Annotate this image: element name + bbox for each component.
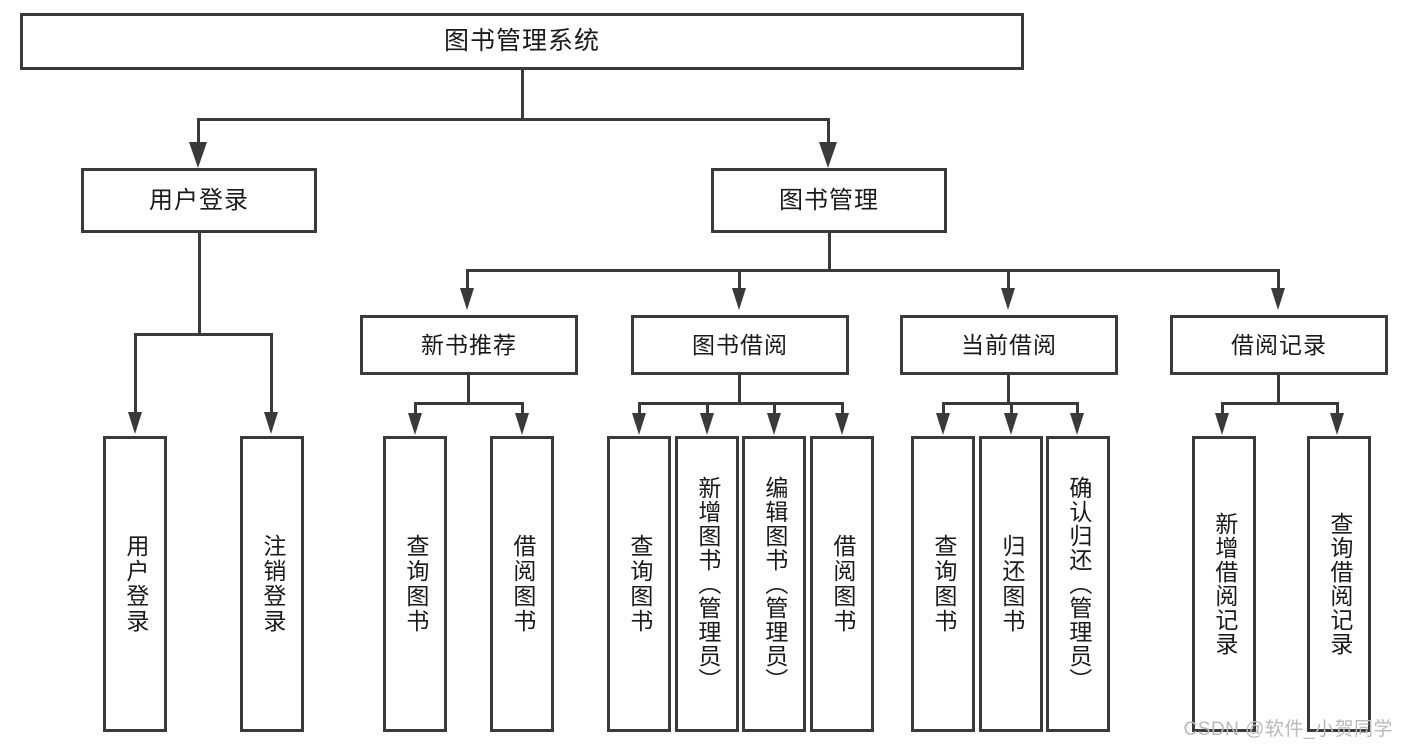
- connector-root-bus: [197, 118, 827, 121]
- node-book-borrow[interactable]: 图书借阅: [631, 315, 849, 375]
- leaf-label: 借阅图书: [509, 534, 536, 634]
- connector-record-bus: [1221, 402, 1339, 405]
- leaf-borrow-borrow-book[interactable]: 借阅图书: [810, 436, 874, 732]
- node-current-borrow[interactable]: 当前借阅: [900, 315, 1118, 375]
- arrowhead-new-leaf2: [515, 413, 529, 435]
- connector-current-leaf1: [942, 402, 945, 416]
- leaf-label: 确认归还（管理员）: [1065, 476, 1092, 692]
- csdn-watermark: CSDN @软件_小贺同学: [1183, 719, 1393, 740]
- connector-new-stem: [467, 375, 470, 404]
- leaf-label: 归还图书: [998, 534, 1025, 634]
- connector-borrow-stem: [738, 375, 741, 404]
- arrowhead-books-current: [1001, 288, 1015, 310]
- arrowhead-borrow-leaf4: [835, 413, 849, 435]
- connector-borrow-leaf1: [638, 402, 641, 416]
- arrowhead-root-to-books: [819, 142, 837, 168]
- arrowhead-current-leaf1: [936, 413, 950, 435]
- leaf-current-return-book[interactable]: 归还图书: [979, 436, 1043, 732]
- arrowhead-new-leaf1: [408, 413, 422, 435]
- leaf-record-query[interactable]: 查询借阅记录: [1307, 436, 1371, 732]
- connector-books-to-new: [466, 269, 469, 291]
- connector-root-stem: [521, 70, 524, 118]
- leaf-label: 用户登录: [122, 534, 149, 634]
- arrowhead-borrow-leaf1: [632, 413, 646, 435]
- leaf-borrow-add-book[interactable]: 新增图书（管理员）: [675, 436, 739, 732]
- leaf-user-login[interactable]: 用户登录: [103, 436, 167, 732]
- connector-current-leaf2: [1010, 402, 1013, 416]
- arrowhead-books-record: [1271, 288, 1285, 310]
- connector-books-stem: [828, 233, 831, 271]
- leaf-logout[interactable]: 注销登录: [240, 436, 304, 732]
- node-label: 图书借阅: [692, 331, 788, 358]
- leaf-label: 借阅图书: [829, 534, 856, 634]
- connector-current-leaf3: [1076, 402, 1079, 416]
- arrowhead-login-leaf1: [128, 412, 142, 434]
- arrowhead-current-leaf2: [1004, 413, 1018, 435]
- node-book-management[interactable]: 图书管理: [711, 168, 947, 233]
- leaf-label: 新增借阅记录: [1211, 512, 1238, 656]
- arrowhead-root-to-login: [189, 142, 207, 168]
- connector-books-to-borrow: [738, 269, 741, 291]
- leaf-current-confirm-return[interactable]: 确认归还（管理员）: [1046, 436, 1110, 732]
- arrowhead-books-new: [460, 288, 474, 310]
- leaf-label: 注销登录: [259, 534, 286, 634]
- connector-new-leaf1: [414, 402, 417, 416]
- leaf-new-query-book[interactable]: 查询图书: [383, 436, 447, 732]
- connector-borrow-leaf2: [706, 402, 709, 416]
- connector-login-bus: [134, 333, 273, 336]
- leaf-borrow-edit-book[interactable]: 编辑图书（管理员）: [742, 436, 806, 732]
- leaf-new-borrow-book[interactable]: 借阅图书: [490, 436, 554, 732]
- connector-root-to-books: [827, 118, 830, 144]
- connector-borrow-leaf4: [841, 402, 844, 416]
- connector-borrow-leaf3: [773, 402, 776, 416]
- connector-record-stem: [1277, 375, 1280, 404]
- connector-new-bus: [414, 402, 524, 405]
- arrowhead-login-leaf2: [264, 412, 278, 434]
- connector-record-leaf2: [1336, 402, 1339, 416]
- leaf-label: 编辑图书（管理员）: [761, 476, 788, 692]
- node-label: 图书管理系统: [443, 27, 600, 56]
- arrowhead-borrow-leaf2: [700, 413, 714, 435]
- leaf-label: 查询图书: [626, 534, 653, 634]
- connector-login-stem: [198, 233, 201, 335]
- connector-borrow-bus: [638, 402, 844, 405]
- arrowhead-borrow-leaf3: [767, 413, 781, 435]
- connector-books-bus: [466, 269, 1280, 272]
- leaf-record-add[interactable]: 新增借阅记录: [1192, 436, 1256, 732]
- leaf-label: 新增图书（管理员）: [694, 476, 721, 692]
- node-label: 用户登录: [149, 186, 249, 214]
- connector-books-to-current: [1007, 269, 1010, 291]
- connector-current-stem: [1007, 375, 1010, 404]
- leaf-current-query-book[interactable]: 查询图书: [911, 436, 975, 732]
- connector-new-leaf2: [521, 402, 524, 416]
- arrowhead-record-leaf1: [1215, 413, 1229, 435]
- arrowhead-books-borrow: [732, 288, 746, 310]
- connector-login-to-leaf1: [134, 333, 137, 415]
- leaf-label: 查询图书: [402, 534, 429, 634]
- node-user-login[interactable]: 用户登录: [81, 168, 317, 233]
- node-root-system[interactable]: 图书管理系统: [20, 13, 1024, 70]
- connector-books-to-record: [1277, 269, 1280, 291]
- leaf-borrow-query-book[interactable]: 查询图书: [607, 436, 671, 732]
- node-label: 图书管理: [779, 186, 879, 214]
- node-borrow-record[interactable]: 借阅记录: [1170, 315, 1388, 375]
- node-new-book-recommend[interactable]: 新书推荐: [360, 315, 578, 375]
- node-label: 新书推荐: [421, 331, 517, 358]
- connector-login-to-leaf2: [270, 333, 273, 415]
- connector-root-to-login: [197, 118, 200, 144]
- connector-record-leaf1: [1221, 402, 1224, 416]
- leaf-label: 查询借阅记录: [1326, 512, 1353, 656]
- arrowhead-current-leaf3: [1070, 413, 1084, 435]
- arrowhead-record-leaf2: [1330, 413, 1344, 435]
- node-label: 借阅记录: [1231, 331, 1327, 358]
- node-label: 当前借阅: [961, 331, 1057, 358]
- leaf-label: 查询图书: [930, 534, 957, 634]
